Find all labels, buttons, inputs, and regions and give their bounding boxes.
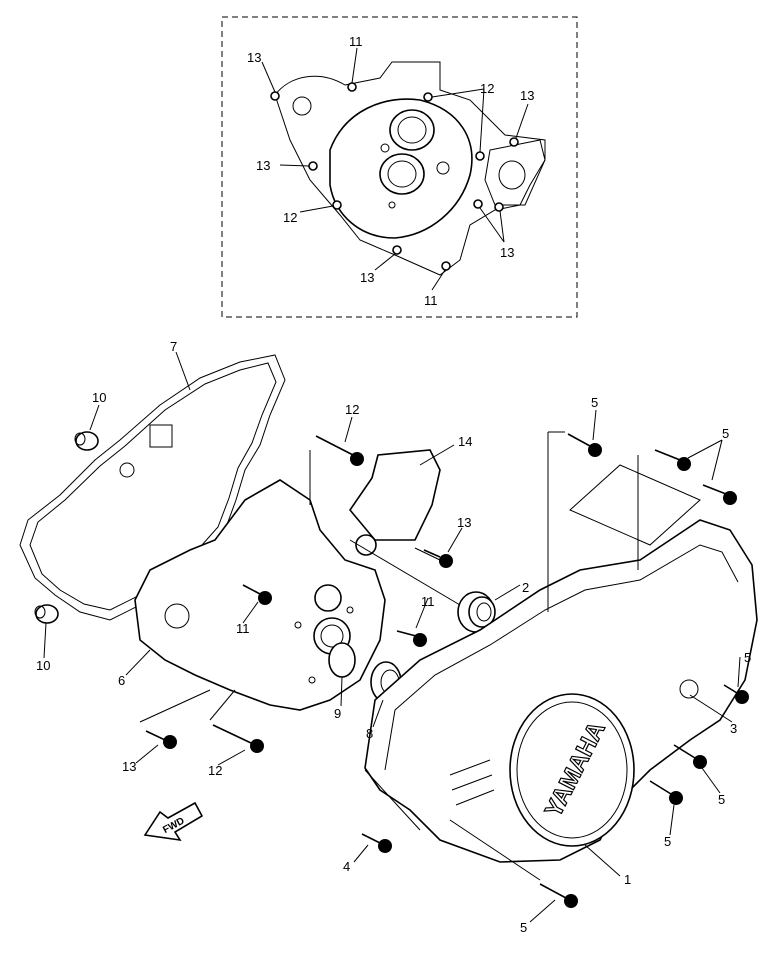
callout-13: 13	[520, 88, 534, 103]
bolt	[396, 630, 427, 647]
callout-13: 13	[457, 515, 471, 530]
callout-14: 14	[458, 434, 472, 449]
callout-10: 10	[36, 658, 50, 673]
bolt	[649, 780, 683, 805]
outer-cover	[364, 519, 758, 863]
callout-3: 3	[730, 721, 737, 736]
bolt	[673, 744, 707, 769]
callout-13: 13	[247, 50, 261, 65]
bearing	[457, 591, 496, 633]
callout-11: 11	[424, 293, 438, 308]
callout-5: 5	[718, 792, 725, 807]
callout-7: 7	[170, 339, 177, 354]
bolt	[723, 684, 749, 704]
callout-12: 12	[480, 81, 494, 96]
callout-11: 11	[236, 621, 250, 636]
callout-9: 9	[334, 706, 341, 721]
callout-13: 13	[122, 759, 136, 774]
bolt	[145, 730, 177, 749]
dowel-pin-upper	[74, 431, 99, 451]
bracket	[348, 449, 441, 541]
callout-10: 10	[92, 390, 106, 405]
callout-5: 5	[744, 650, 751, 665]
bolt	[423, 549, 453, 568]
o-ring	[328, 642, 356, 678]
callout-11: 11	[349, 34, 363, 49]
bolt	[702, 484, 737, 505]
callout-5: 5	[591, 395, 598, 410]
callout-1: 1	[624, 872, 631, 887]
gasket-left	[19, 354, 286, 621]
callout-6: 6	[118, 673, 125, 688]
projection-lines	[139, 431, 639, 881]
callout-4: 4	[343, 859, 350, 874]
callout-12: 12	[283, 210, 297, 225]
callout-5: 5	[520, 920, 527, 935]
bolt	[361, 833, 392, 853]
bolt	[654, 449, 691, 471]
callout-5: 5	[664, 834, 671, 849]
callout-13: 13	[256, 158, 270, 173]
callout-12: 12	[208, 763, 222, 778]
leaders	[43, 351, 741, 923]
bolt	[567, 433, 602, 457]
bolt	[315, 435, 364, 466]
callout-2: 2	[522, 580, 529, 595]
bolt	[539, 883, 578, 908]
inset-detail	[221, 16, 578, 318]
forward-arrow-icon: FWD	[143, 801, 204, 842]
cover-emblem	[509, 693, 635, 847]
callout-12: 12	[345, 402, 359, 417]
callout-8: 8	[366, 726, 373, 741]
bolt	[242, 584, 272, 605]
callout-11: 11	[421, 594, 435, 609]
bolt	[212, 724, 264, 753]
callout-5: 5	[722, 426, 729, 441]
callout-13: 13	[360, 270, 374, 285]
callout-13: 13	[500, 245, 514, 260]
dowel-pin-lower	[34, 604, 59, 624]
